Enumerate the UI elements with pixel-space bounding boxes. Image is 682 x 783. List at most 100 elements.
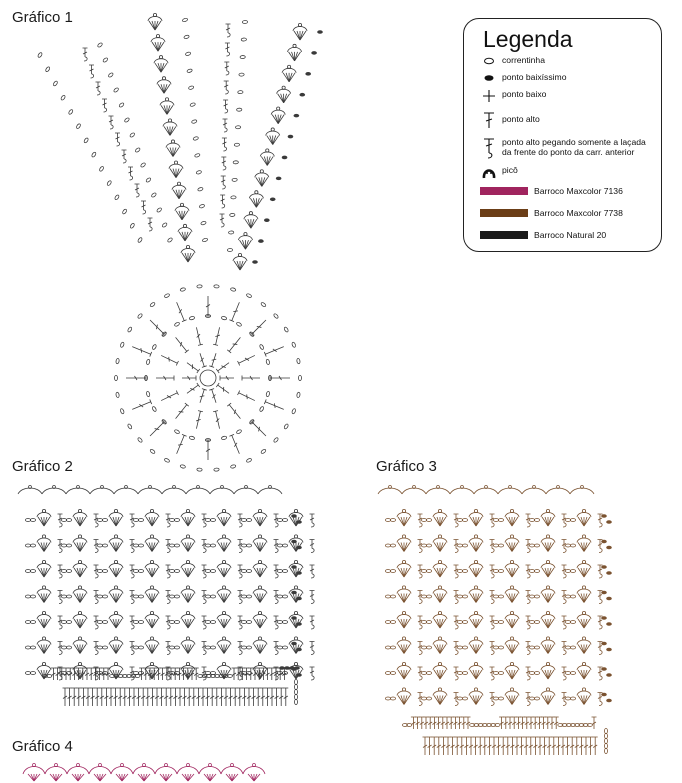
shell-stitch xyxy=(541,567,549,578)
chain-stitch xyxy=(283,423,289,430)
chain-stitch xyxy=(461,543,468,548)
front-loop-dc xyxy=(93,513,99,528)
front-loop-dc xyxy=(525,615,531,630)
front-loop-dc xyxy=(165,615,171,630)
double-crochet xyxy=(163,687,169,706)
shell-stitch xyxy=(148,542,153,552)
shell-stitch xyxy=(508,669,513,680)
shell-stitch xyxy=(172,189,180,199)
chain-stitch xyxy=(135,147,141,153)
double-crochet xyxy=(182,687,188,706)
picot xyxy=(270,127,275,132)
chain-stitch xyxy=(565,543,572,548)
shell-stitch xyxy=(247,773,255,782)
chain-stitch xyxy=(492,569,499,573)
double-crochet xyxy=(226,402,241,419)
picot xyxy=(293,636,298,641)
shell-stitch xyxy=(217,516,225,527)
chain-stitch xyxy=(66,518,73,522)
chain-stitch xyxy=(456,671,463,675)
chain-stitch xyxy=(281,594,288,599)
double-crochet xyxy=(251,687,257,706)
shell-stitch xyxy=(151,669,159,680)
picot xyxy=(509,687,514,692)
chain-stitch xyxy=(281,671,288,675)
shell-stitch xyxy=(547,644,552,654)
shell-stitch xyxy=(400,542,405,552)
chain-stitch xyxy=(240,518,247,522)
slip-stitch-icon xyxy=(484,75,494,81)
picot xyxy=(293,585,298,590)
chain-stitch xyxy=(240,569,247,573)
shell-stitch xyxy=(169,147,174,157)
shell-stitch xyxy=(280,93,285,103)
shell-stitch xyxy=(433,516,441,527)
picot xyxy=(114,585,119,590)
shell-stitch xyxy=(403,618,408,629)
chain-stitch xyxy=(204,645,211,650)
shell-stitch xyxy=(115,542,123,552)
shell-stitch xyxy=(288,72,293,82)
shell-arc xyxy=(36,512,52,518)
chain-stitch xyxy=(168,569,175,573)
shell-stitch xyxy=(99,773,107,782)
double-crochet xyxy=(223,687,229,706)
chain-stitch xyxy=(246,293,252,298)
shell-arc xyxy=(216,512,232,518)
shell-stitch xyxy=(112,644,117,654)
slip-stitch xyxy=(606,545,612,550)
shell-stitch xyxy=(259,618,264,629)
double-crochet xyxy=(520,716,526,729)
picot xyxy=(401,560,406,565)
shell-stitch xyxy=(577,516,585,527)
shell-stitch xyxy=(547,695,555,705)
chain-stitch xyxy=(283,326,289,333)
shell-stitch xyxy=(508,644,513,654)
shell-stitch xyxy=(436,516,441,527)
shell-stitch xyxy=(547,516,552,527)
picot xyxy=(473,534,478,539)
picot xyxy=(582,560,587,565)
shell-stitch xyxy=(511,516,519,527)
shell-stitch xyxy=(400,618,405,629)
chain-stitch xyxy=(296,358,301,365)
shell-stitch xyxy=(79,593,87,603)
chain-stitch xyxy=(204,543,211,548)
double-crochet xyxy=(452,716,458,729)
front-loop-dc xyxy=(165,513,171,528)
chain-stitch xyxy=(534,518,541,522)
shell-stitch xyxy=(292,618,297,629)
double-crochet xyxy=(172,687,178,706)
chain-stitch xyxy=(291,341,296,348)
shell-arc xyxy=(252,512,268,518)
picot xyxy=(149,534,154,539)
picot xyxy=(293,611,298,616)
chain-stitch xyxy=(168,594,175,599)
chain-stitch xyxy=(173,569,180,573)
slip-stitch xyxy=(291,539,297,544)
shell-stitch xyxy=(266,156,274,166)
shell-stitch xyxy=(511,618,516,629)
shell-stitch xyxy=(580,695,585,705)
double-crochet xyxy=(126,687,132,706)
shell-stitch xyxy=(151,20,156,31)
shell-stitch xyxy=(184,773,189,782)
shell-stitch xyxy=(43,644,51,654)
double-crochet xyxy=(196,327,203,346)
double-crochet xyxy=(514,736,520,755)
slip-stitch xyxy=(311,51,317,55)
chain-stitch xyxy=(24,645,31,650)
shell-stitch xyxy=(472,695,477,705)
double-crochet xyxy=(175,402,190,419)
front-loop-dc xyxy=(128,166,134,181)
shell-stitch xyxy=(439,516,444,527)
front-loop-dc xyxy=(273,539,279,553)
shell-stitch xyxy=(115,567,120,578)
legend-heading: Legenda xyxy=(483,26,573,52)
single-crochet-icon xyxy=(483,90,495,102)
chain-stitch xyxy=(534,645,541,650)
shell-arc xyxy=(504,563,520,569)
slip-stitch xyxy=(296,596,302,601)
shell-stitch xyxy=(472,516,477,527)
shell-arc xyxy=(432,614,448,620)
